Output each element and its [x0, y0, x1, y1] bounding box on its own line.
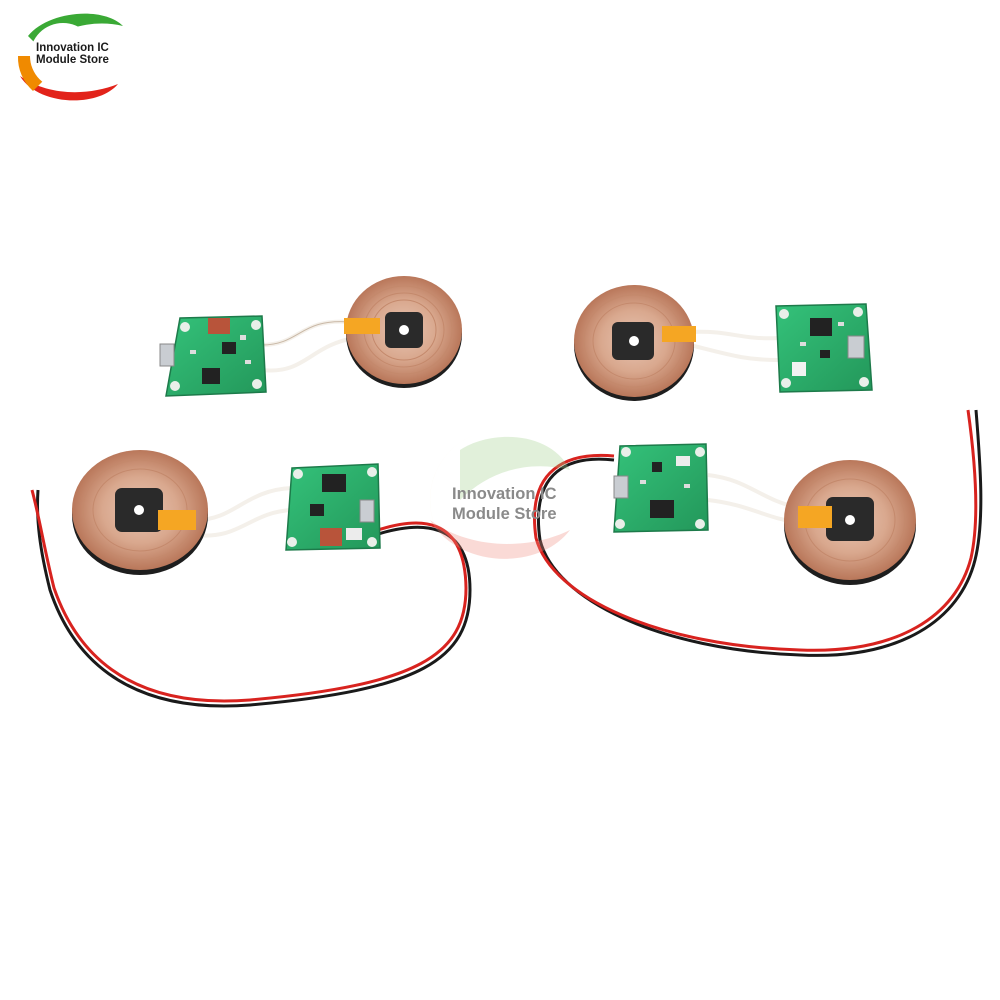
pcb-board: [159, 315, 267, 397]
pcb-board: [613, 443, 709, 533]
pcb-board: [285, 463, 381, 551]
logo-line2: Module Store: [36, 54, 109, 66]
store-logo: [17, 11, 123, 101]
transmitter-module-1: [159, 276, 462, 397]
pcb-board: [775, 303, 873, 393]
watermark-text: Innovation IC Module Store: [452, 484, 612, 524]
receiver-module-2: [533, 409, 983, 657]
copper-coil: [344, 276, 462, 388]
copper-coil: [574, 285, 696, 401]
chip: [202, 368, 220, 384]
logo-line1: Innovation IC: [36, 42, 109, 54]
power-wire: [30, 489, 472, 708]
usb-c-port: [159, 343, 175, 367]
receiver-module-1: [574, 285, 873, 401]
power-wire: [533, 409, 983, 657]
watermark-logo: [429, 430, 570, 570]
store-logo-text: Innovation IC Module Store: [36, 42, 126, 66]
kapton-tape: [344, 318, 380, 334]
copper-coil: [784, 460, 916, 585]
copper-coil: [72, 450, 208, 575]
watermark-line2: Module Store: [452, 505, 557, 523]
transmitter-module-2: [30, 450, 472, 708]
watermark-line1: Innovation IC: [452, 485, 557, 503]
capacitor: [208, 318, 230, 334]
